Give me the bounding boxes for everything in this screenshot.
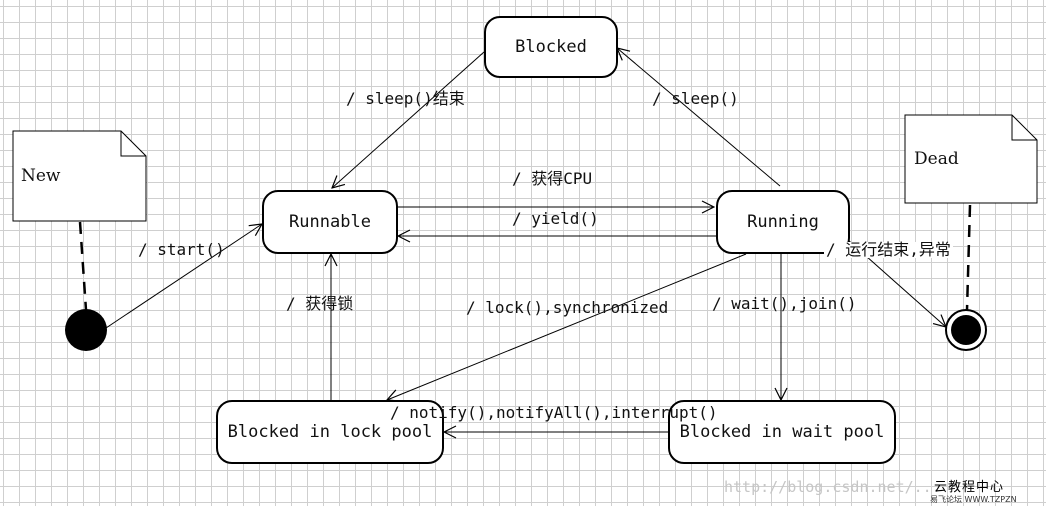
label-run-end: / 运行结束,异常 — [824, 240, 953, 259]
initial-state — [65, 309, 107, 351]
state-blocked-lock-pool: Blocked in lock pool — [216, 400, 444, 464]
label-get-cpu: / 获得CPU — [512, 169, 593, 188]
label-sleep: / sleep() — [652, 89, 739, 108]
label-sleep-end: / sleep()结束 — [346, 89, 465, 108]
sleep-end-arrow — [332, 51, 485, 188]
dead-note-shape — [904, 114, 1038, 204]
label-wait-join: / wait(),join() — [712, 294, 857, 313]
watermark-url: http://blog.csdn.net/... — [724, 478, 941, 496]
label-get-lock: / 获得锁 — [286, 294, 354, 313]
watermark-brand: 云教程中心 — [934, 480, 1005, 495]
watermark-brand-sub: 易飞论坛 WWW.TZPZN — [930, 495, 1017, 504]
start-arrow — [105, 224, 262, 329]
state-running-label: Running — [747, 212, 819, 232]
state-runnable: Runnable — [262, 190, 398, 254]
state-blocked-label: Blocked — [515, 37, 587, 57]
new-note-label: New — [21, 166, 61, 186]
state-runnable-label: Runnable — [289, 212, 371, 232]
label-yield: / yield() — [512, 209, 599, 228]
state-blocked-wait-pool-label: Blocked in wait pool — [679, 422, 885, 442]
state-blocked-wait-pool: Blocked in wait pool — [668, 400, 896, 464]
final-state-dot — [951, 315, 981, 345]
new-note-link — [78, 221, 88, 311]
sleep-arrow — [617, 48, 781, 187]
new-note-shape — [12, 130, 147, 222]
state-blocked-lock-pool-label: Blocked in lock pool — [227, 422, 433, 442]
dead-note-label: Dead — [914, 149, 959, 169]
label-start: / start() — [138, 240, 225, 259]
label-lock-sync: / lock(),synchronized — [466, 298, 669, 317]
dead-note-link — [965, 204, 972, 311]
label-notify: / notify(),notifyAll(),interrupt() — [390, 403, 718, 422]
state-blocked: Blocked — [484, 16, 618, 78]
lock-sync-arrow — [387, 253, 747, 400]
